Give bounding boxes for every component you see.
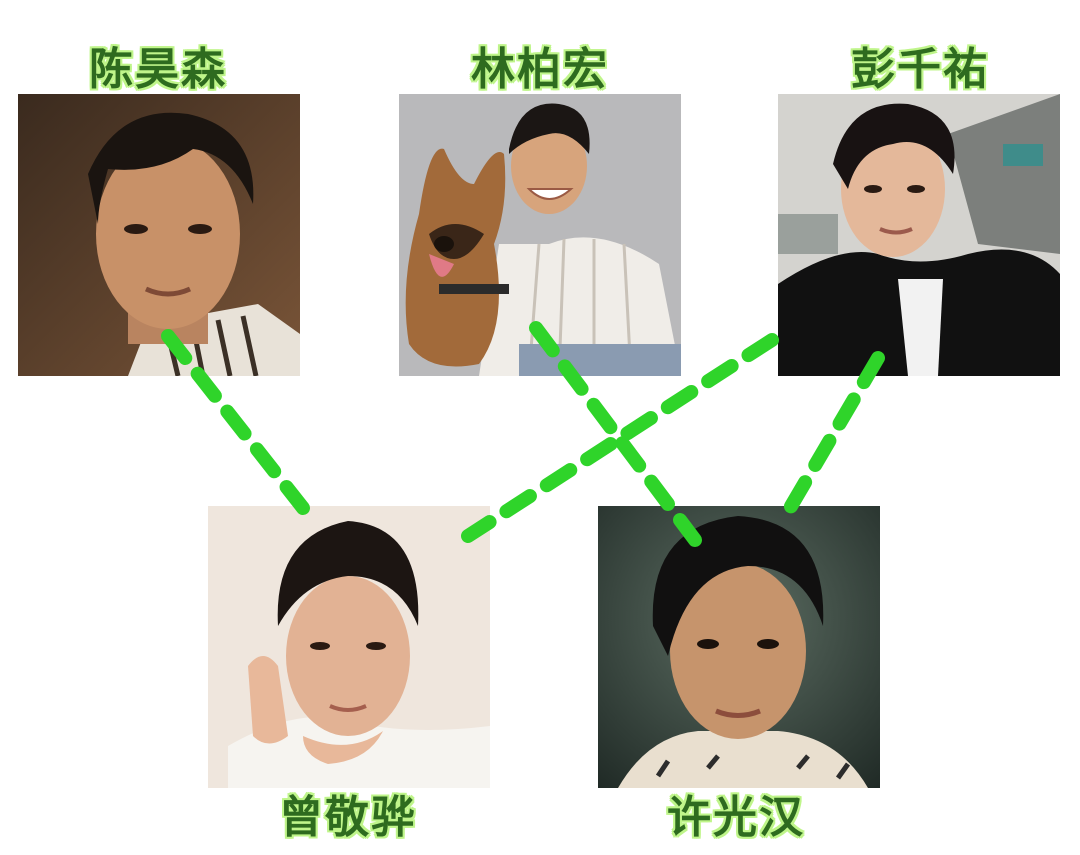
name-label-lin-bohong: 林柏宏	[471, 44, 609, 95]
portrait-photo-xu-guanghan	[598, 506, 880, 788]
portrait-photo-zeng-jinghua	[208, 506, 490, 788]
portrait-photo-peng-qianyou	[778, 94, 1060, 376]
portrait-photo-chen-haosen	[18, 94, 300, 376]
name-label-xu-guanghan: 许光汉	[667, 792, 805, 843]
name-label-peng-qianyou: 彭千祐	[851, 44, 989, 95]
link-peng-qianyou-to-xu-guanghan	[783, 351, 885, 515]
name-label-chen-haosen: 陈昊森	[89, 44, 227, 95]
name-label-zeng-jinghua: 曾敬骅	[279, 792, 417, 843]
portrait-with-dog-photo-lin-bohong	[399, 94, 681, 376]
